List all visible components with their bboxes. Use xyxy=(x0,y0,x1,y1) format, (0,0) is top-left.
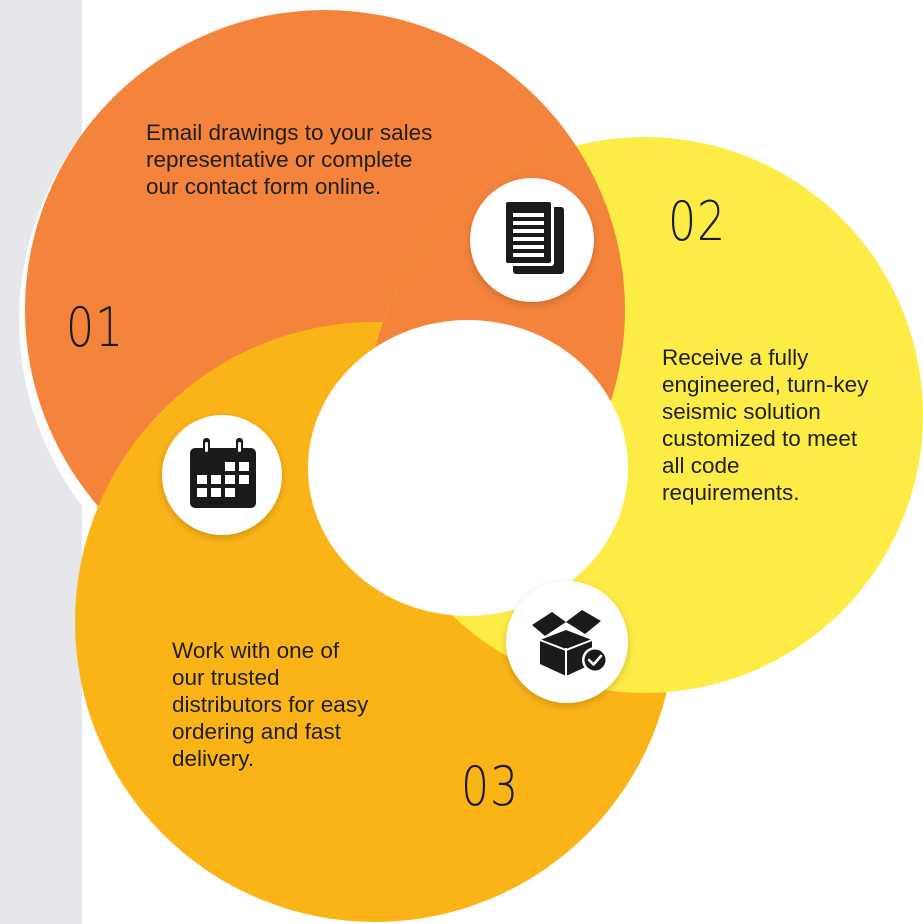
step-2-number: 02 xyxy=(668,190,726,253)
step-3-number: 03 xyxy=(461,755,519,818)
document-icon xyxy=(470,178,594,302)
step-2-description: Receive a fully engineered, turn-key sei… xyxy=(662,345,869,505)
step-3-description: Work with one of our trusted distributor… xyxy=(172,638,369,771)
box-check-icon xyxy=(506,581,628,703)
step-1-description: Email drawings to your sales representat… xyxy=(146,120,433,199)
calendar-icon xyxy=(162,415,282,535)
center-hole xyxy=(308,320,628,616)
step-1-number: 01 xyxy=(66,296,124,359)
